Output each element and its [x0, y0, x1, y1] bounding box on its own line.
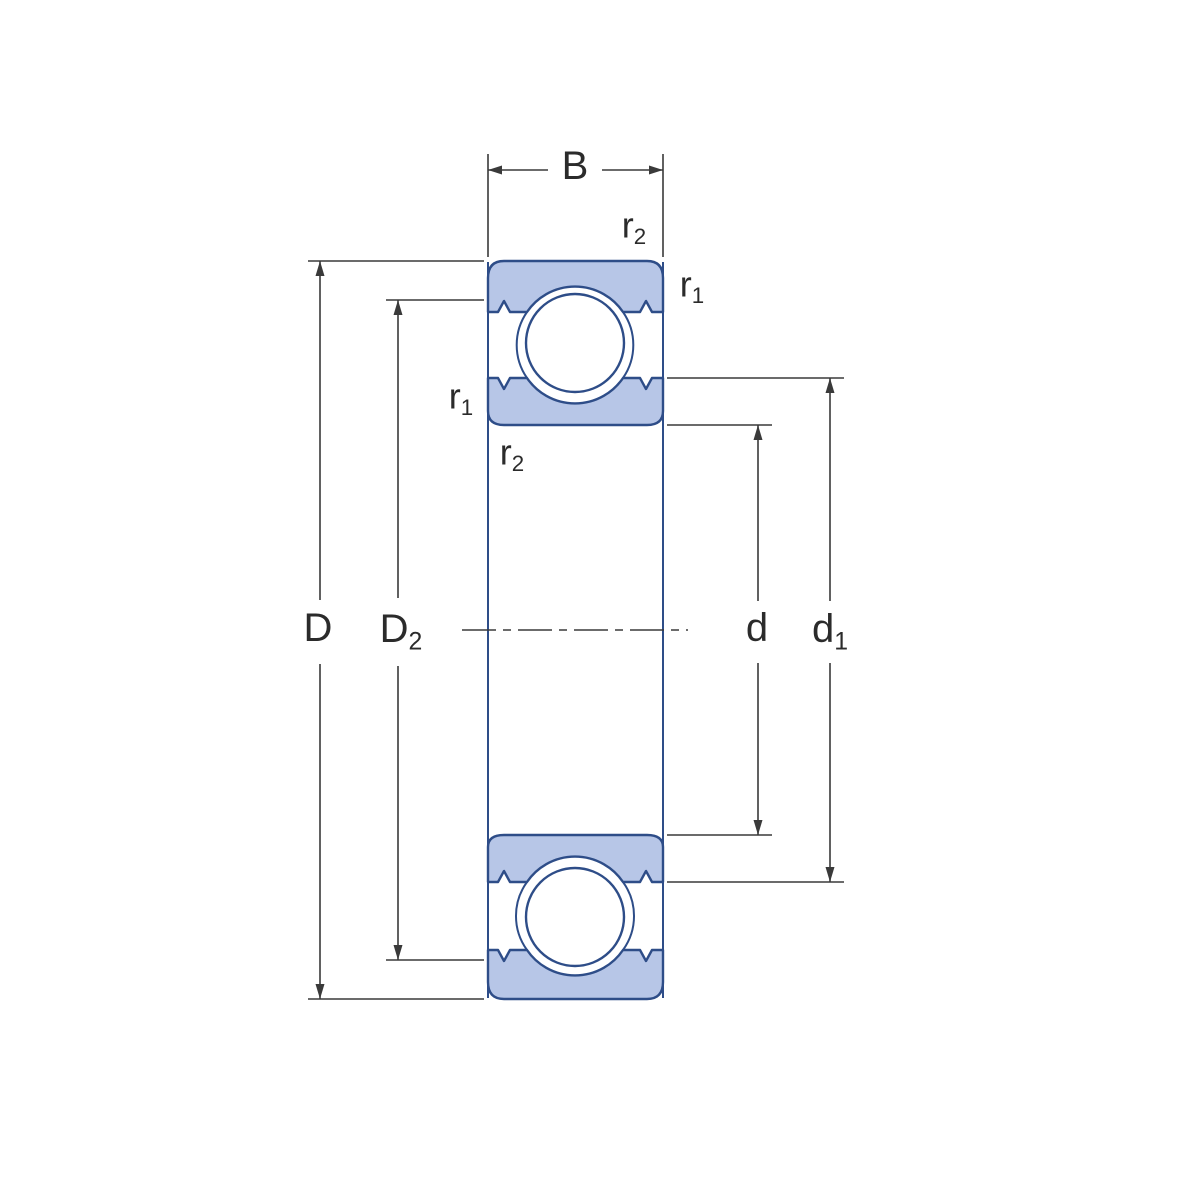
dim-label-r1-mid-main: r: [448, 375, 461, 417]
inner-ring-top: [486, 376, 665, 427]
b-arrow-right: [649, 165, 663, 175]
d2-extension-lines: [386, 299, 484, 961]
outer-ring-top: [486, 259, 665, 314]
ball-top: [524, 292, 626, 394]
d-outer-extension-lines: [308, 260, 484, 1000]
dimension-D: [308, 260, 484, 1000]
raceway-arc-bottom-left: [514, 881, 528, 951]
dim-label-D: D: [304, 608, 333, 654]
dim-label-r1-mid-sub: 1: [460, 395, 474, 421]
dim-label-d1: d1: [812, 609, 848, 655]
dim-label-d: d: [746, 608, 768, 654]
dim-label-d1-main: d: [811, 606, 835, 651]
d-outer-arrow-bottom: [315, 984, 325, 999]
d-outer-arrow-top: [315, 261, 325, 276]
d2-arrow-top: [393, 300, 403, 315]
dim-label-D2: D2: [380, 609, 423, 655]
dim-label-r1-mid: r1: [448, 375, 474, 421]
dimension-B: [487, 154, 664, 257]
ball-bottom: [524, 866, 626, 968]
dim-label-D-main: D: [303, 605, 333, 650]
bearing-cross-section: [462, 259, 688, 1001]
d-bore-extension-lines: [667, 424, 772, 836]
dimension-d1: [667, 377, 844, 883]
d-bore-arrow-bottom: [753, 820, 763, 835]
dim-label-r2-mid: r2: [499, 431, 525, 477]
dim-label-r1-top: r1: [679, 263, 705, 309]
dim-label-d-main: d: [745, 605, 769, 650]
d1-extension-lines: [667, 377, 844, 883]
b-extension-lines: [487, 154, 664, 257]
dim-label-r2-top-sub: 2: [633, 224, 647, 250]
dimension-d: [667, 424, 772, 836]
dim-label-d1-sub: 1: [834, 628, 849, 656]
dim-label-B: B: [562, 146, 589, 192]
dim-label-r2-top: r2: [621, 204, 647, 250]
dim-label-B-main: B: [561, 143, 589, 188]
dim-label-D2-sub: 2: [408, 628, 423, 656]
d-bore-arrow-top: [753, 425, 763, 440]
inner-ring-bottom: [486, 833, 665, 884]
dim-label-r1-top-sub: 1: [691, 283, 705, 309]
outer-ring-bottom: [486, 948, 665, 1001]
d1-arrow-bottom: [825, 867, 835, 882]
dim-label-D2-main: D: [379, 606, 409, 651]
d2-arrow-bottom: [393, 945, 403, 960]
dim-label-r1-top-main: r: [679, 263, 692, 305]
raceway-arc-top-right: [622, 311, 635, 379]
dim-label-r2-mid-main: r: [499, 431, 512, 473]
dim-label-r2-mid-sub: 2: [511, 451, 525, 477]
raceway-arc-top-left: [515, 311, 528, 379]
b-arrow-left: [488, 165, 502, 175]
raceway-arc-bottom-right: [622, 881, 636, 951]
d1-arrow-top: [825, 378, 835, 393]
dim-label-r2-top-main: r: [621, 204, 634, 246]
dimension-D2: [386, 299, 484, 961]
